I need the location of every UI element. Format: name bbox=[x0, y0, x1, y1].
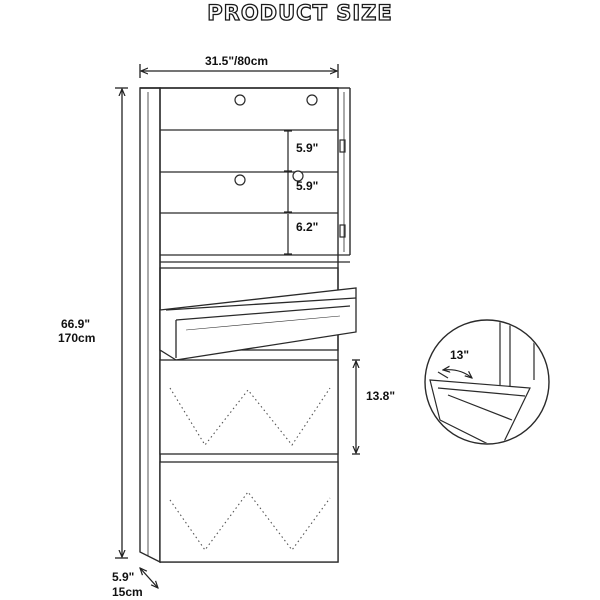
open-shelf-section bbox=[160, 129, 350, 263]
depth-cm-label: 15cm bbox=[112, 585, 143, 599]
drawer-height-label: 13.8" bbox=[366, 389, 396, 403]
page-title: PRODUCT SIZE bbox=[207, 0, 393, 25]
tilt-label: 13" bbox=[450, 348, 470, 362]
wall-mount-holes bbox=[234, 94, 318, 186]
depth-dimension-line bbox=[140, 568, 158, 588]
shelf-gap-3-label: 6.2" bbox=[296, 220, 319, 234]
tilt-detail-inset bbox=[424, 319, 550, 445]
shelf-gap-markers bbox=[284, 130, 292, 255]
drawer-height-marker bbox=[352, 359, 360, 455]
closed-drawer-1 bbox=[159, 359, 339, 455]
depth-inch-label: 5.9" bbox=[112, 570, 135, 584]
width-dimension-line bbox=[139, 64, 339, 78]
closed-drawer-2 bbox=[159, 461, 339, 563]
shelf-gap-1-label: 5.9" bbox=[296, 141, 319, 155]
width-label: 31.5"/80cm bbox=[205, 54, 269, 68]
open-flip-drawer bbox=[159, 267, 357, 361]
height-inch-label: 66.9" bbox=[61, 317, 91, 331]
height-cm-label: 170cm bbox=[58, 331, 96, 345]
shelf-gap-2-label: 5.9" bbox=[296, 179, 319, 193]
height-dimension-line bbox=[115, 87, 128, 559]
